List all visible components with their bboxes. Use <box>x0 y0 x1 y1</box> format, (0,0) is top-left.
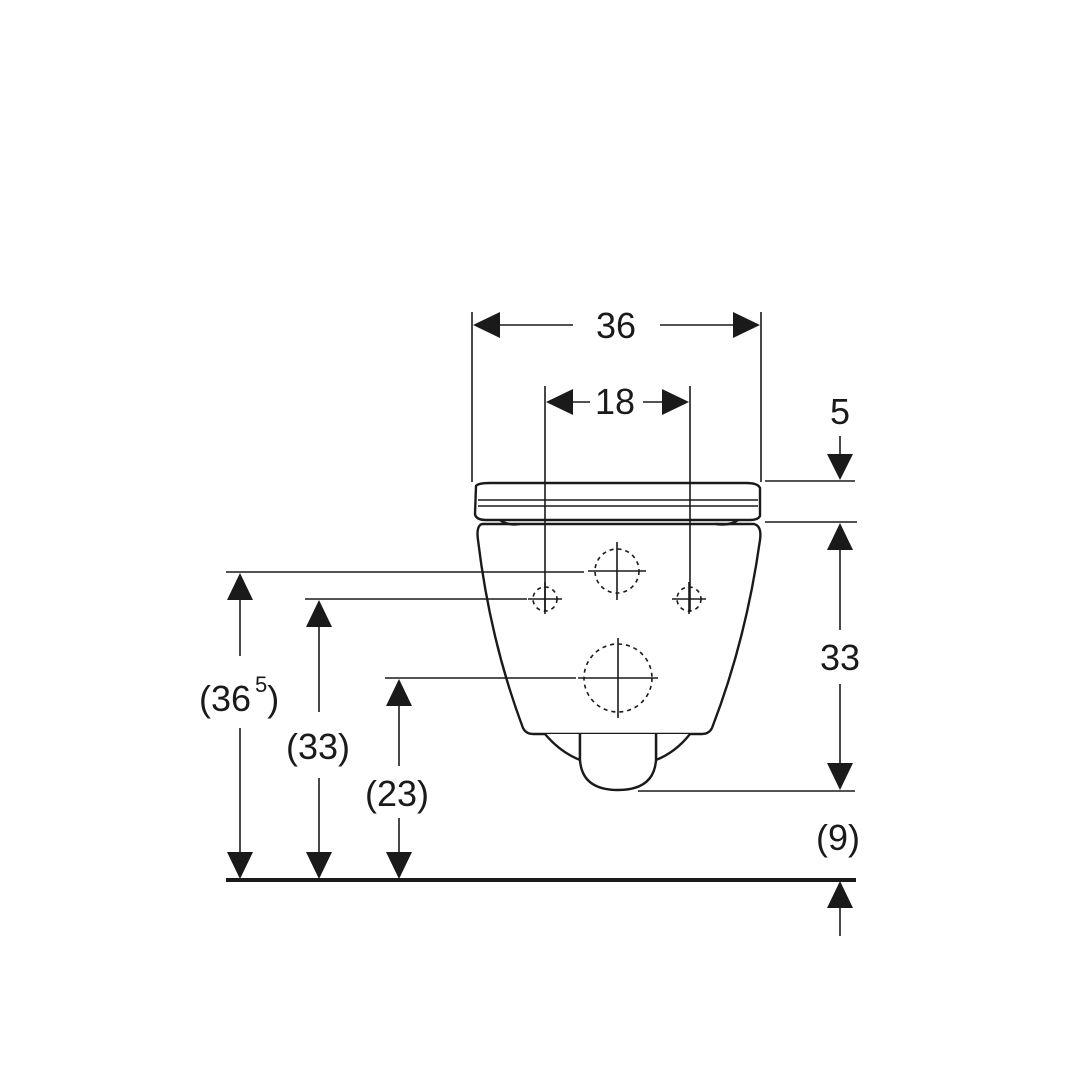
supply-height-sup: 5 <box>255 672 267 697</box>
overall-width-label: 36 <box>596 305 636 346</box>
arrow-fix-right <box>662 389 689 415</box>
arrow-bowl-up <box>827 523 853 550</box>
bowl-body <box>476 522 762 736</box>
seat-thickness-label: 5 <box>830 391 850 432</box>
toilet-seat <box>473 481 762 522</box>
supply-height-main: (36 <box>199 678 251 719</box>
arrow-outlet-up <box>386 679 412 706</box>
arrow-supply-down <box>227 852 253 879</box>
connection-markers <box>528 542 706 718</box>
toilet-outline <box>473 481 762 792</box>
outlet-height-label: (23) <box>365 773 429 814</box>
dimension-overall-width: 36 <box>471 305 762 482</box>
seat-hinge-right <box>715 519 739 526</box>
fixing-spacing-label: 18 <box>595 381 635 422</box>
arrow-fixing-down <box>306 852 332 879</box>
outlet-horn-right <box>654 733 691 762</box>
arrow-fix-left <box>546 389 573 415</box>
floor-clearance-label: (9) <box>816 817 860 858</box>
arrow-left <box>473 312 500 338</box>
arrow-right <box>733 312 760 338</box>
dimension-bowl-height: 33 <box>638 523 860 792</box>
dimension-outlet-height: (23) <box>365 677 576 879</box>
arrow-clearance-up <box>827 881 853 908</box>
dimension-fixing-height: (33) <box>286 598 527 879</box>
arrow-bowl-down <box>827 763 853 790</box>
dimension-floor-clearance: (9) <box>816 817 860 936</box>
arrow-fixing-up <box>306 600 332 627</box>
arrow-seat-down <box>827 454 853 480</box>
seat-hinge-left <box>499 519 521 526</box>
arrow-supply-up <box>227 573 253 600</box>
bowl-height-label: 33 <box>820 637 860 678</box>
dimension-seat-thickness: 5 <box>765 391 857 523</box>
supply-height-close: ) <box>267 678 279 719</box>
outlet-trap <box>578 734 658 792</box>
arrow-outlet-down <box>386 852 412 879</box>
dimension-fixing-spacing: 18 <box>544 381 691 612</box>
outlet-horn <box>544 733 582 762</box>
fixing-height-label: (33) <box>286 726 350 767</box>
